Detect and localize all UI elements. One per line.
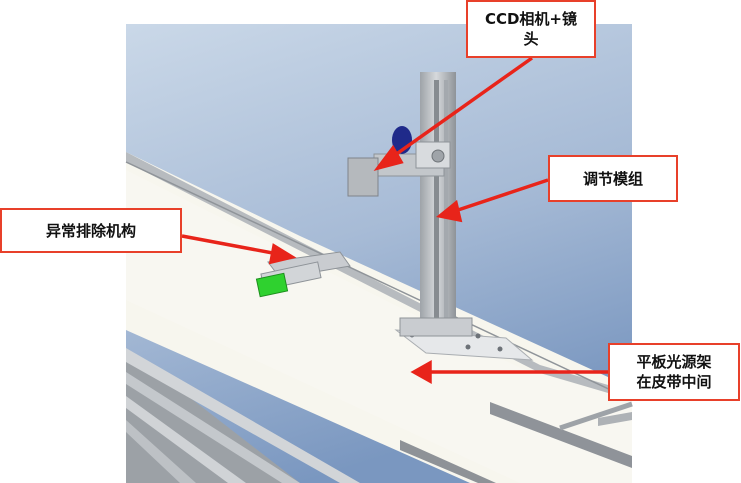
arrow-camera-head: [373, 144, 404, 171]
inner-rail-piece: [400, 440, 496, 483]
arrow-light-head: [410, 360, 432, 384]
ccd-camera-body: [347, 157, 379, 197]
adjust-post-groove-2: [444, 80, 448, 328]
clamp-knob: [431, 149, 445, 163]
front-rail-2: [126, 372, 300, 483]
arrow-reject: [181, 234, 279, 256]
right-rail-2: [598, 412, 632, 426]
callout-flat-light-source: 平板光源架 在皮带中间: [608, 343, 740, 401]
callout-reject-mechanism: 异常排除机构: [0, 208, 182, 253]
arrow-camera: [386, 56, 534, 162]
arrow-adjust-head: [436, 199, 463, 223]
callout-arrows: [181, 56, 608, 384]
arrow-adjust: [451, 178, 549, 214]
front-rail-3: [126, 396, 246, 483]
callout-adjustment-module: 调节模组: [548, 155, 678, 202]
callout-ccd-camera-lens: CCD相机+镜 头: [466, 0, 596, 58]
adjust-post-groove: [434, 80, 439, 328]
arrow-reject-head: [268, 243, 297, 265]
reject-green-block: [255, 272, 289, 298]
back-rail-edge: [125, 161, 633, 401]
front-rail-1: [126, 348, 360, 483]
front-rail-4: [126, 420, 196, 483]
right-rail: [490, 402, 632, 468]
post-base-plate: [399, 317, 473, 337]
right-rail-bar: [559, 401, 633, 431]
